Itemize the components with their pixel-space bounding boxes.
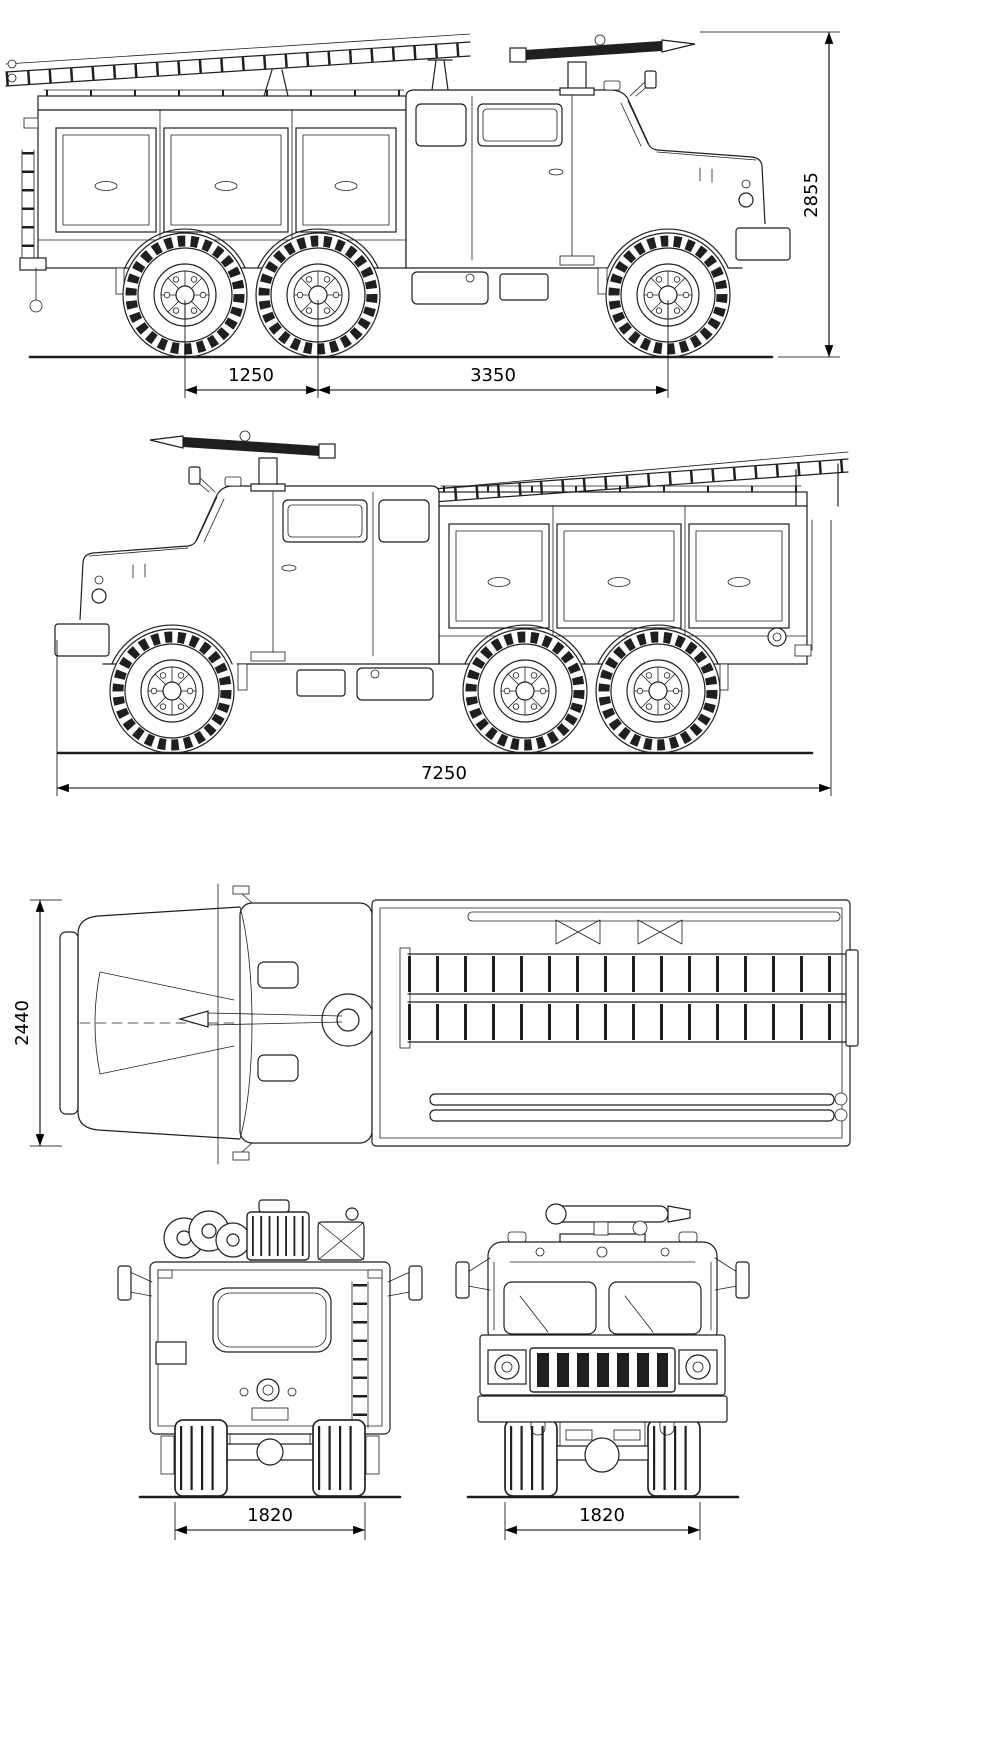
dim-axle-to-front-value: 3350	[470, 365, 516, 386]
view-top	[59, 883, 859, 1165]
dim-overall-width: 2440	[12, 899, 62, 1147]
dim-axle-to-front: 3350	[318, 365, 668, 395]
roof-equipment	[163, 1199, 365, 1261]
wheel	[463, 629, 587, 753]
dim-rear-track-value: 1820	[247, 1505, 293, 1526]
roof-monitor	[507, 1203, 698, 1243]
dim-rear-track: 1820	[174, 1502, 366, 1540]
grille-and-lights	[487, 1347, 718, 1393]
wheel	[110, 629, 234, 753]
ladder-stowed-top	[407, 953, 847, 1043]
dim-rear-axle-spacing: 1250	[184, 300, 669, 398]
ladder-stowed	[5, 33, 471, 97]
roof-monitor	[509, 34, 696, 96]
roof-monitor	[149, 430, 336, 492]
body-deck	[371, 899, 859, 1147]
dim-front-track: 1820	[504, 1502, 701, 1540]
wheel	[175, 1420, 227, 1496]
cab	[54, 466, 729, 701]
view-side-right	[5, 33, 791, 357]
rear-body-module	[438, 485, 813, 665]
dim-height: 2855	[700, 31, 840, 358]
wheel	[648, 1420, 700, 1496]
rear-chassis	[161, 1420, 379, 1496]
cab	[115, 70, 791, 305]
dim-rear-axle-spacing-value: 1250	[228, 365, 274, 386]
wheel	[313, 1420, 365, 1496]
wheel	[596, 629, 720, 753]
view-front	[455, 1203, 750, 1497]
bumper-and-chassis	[478, 1396, 727, 1496]
wheel	[505, 1420, 557, 1496]
view-side-left	[54, 430, 849, 753]
dim-overall-length: 7250	[56, 520, 832, 796]
rear-body	[117, 1261, 423, 1435]
hood-and-bumper	[59, 906, 241, 1140]
dim-overall-length-value: 7250	[421, 763, 467, 784]
dim-front-track-value: 1820	[579, 1505, 625, 1526]
roof-monitor	[177, 993, 375, 1047]
dim-height-value: 2855	[801, 172, 822, 218]
dim-overall-width-value: 2440	[12, 1000, 33, 1046]
view-rear	[117, 1199, 423, 1497]
rear-body-module	[19, 89, 407, 313]
